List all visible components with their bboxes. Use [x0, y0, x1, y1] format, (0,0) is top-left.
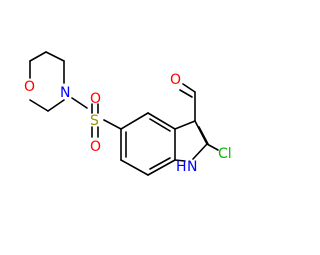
bond [47, 99, 65, 112]
bond [149, 118, 171, 132]
atom-label-hydrogen: H [176, 159, 187, 175]
molecule-structure: O N S O O O Cl H N [24, 51, 232, 176]
atom-label-oxygen: O [90, 91, 101, 107]
atom-label-sulfur: S [90, 113, 99, 129]
bonds [29, 51, 219, 176]
bond [174, 120, 196, 130]
bond [179, 89, 193, 98]
bond [29, 51, 47, 62]
bond [71, 97, 88, 109]
bond [198, 126, 209, 145]
bond [206, 143, 219, 151]
bond [147, 159, 176, 176]
atom-label-oxygen: O [24, 79, 35, 95]
bond [182, 83, 196, 93]
bond [103, 119, 122, 130]
bond [149, 157, 171, 170]
bond [194, 120, 208, 145]
bond [45, 51, 65, 62]
bond [174, 159, 186, 162]
bond [120, 159, 149, 176]
atom-label-oxygen: O [90, 139, 101, 155]
bond [147, 112, 176, 130]
molecule-canvas: O N S O O O Cl H N [24, 51, 232, 176]
bond [120, 112, 149, 130]
atom-label-chlorine: Cl [218, 146, 232, 162]
atom-label-nitrogen: N [187, 159, 197, 175]
atom-label-nitrogen: N [60, 85, 70, 101]
bond [29, 99, 49, 112]
bond [192, 143, 208, 160]
atom-label-oxygen: O [170, 72, 181, 88]
